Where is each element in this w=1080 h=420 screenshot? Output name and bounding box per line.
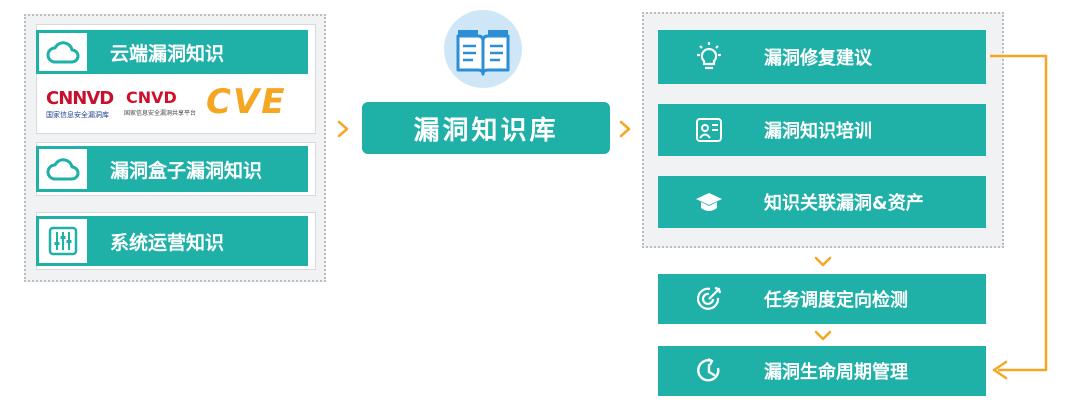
asset-link-row: 知识关联漏洞&资产 bbox=[658, 176, 986, 228]
cloud-icon bbox=[46, 158, 80, 181]
training-icon bbox=[692, 113, 726, 147]
lifecycle-label: 漏洞生命周期管理 bbox=[764, 362, 908, 383]
clock-cycle-icon bbox=[692, 354, 726, 388]
task-scheduling-label: 任务调度定向检测 bbox=[764, 290, 908, 311]
training-row: 漏洞知识培训 bbox=[658, 104, 986, 156]
cnnvd-logo-subtext: 国家信息安全漏洞库 bbox=[46, 111, 109, 119]
sliders-icon bbox=[48, 226, 78, 256]
cloud-knowledge-bar: 云端漏洞知识 bbox=[90, 30, 308, 74]
box-knowledge-icon-box bbox=[36, 146, 90, 192]
ops-knowledge-bar: 系统运营知识 bbox=[90, 216, 308, 266]
cve-logo: CVE bbox=[204, 82, 308, 122]
knowledge-base-label: 漏洞知识库 bbox=[413, 115, 559, 146]
cnnvd-logo: CNNVD 国家信息安全漏洞库 bbox=[46, 88, 120, 122]
asset-link-label: 知识关联漏洞&资产 bbox=[764, 193, 924, 214]
cloud-knowledge-label: 云端漏洞知识 bbox=[110, 42, 225, 65]
repair-advice-label: 漏洞修复建议 bbox=[764, 48, 872, 69]
repair-advice-row: 漏洞修复建议 bbox=[658, 30, 986, 84]
chevron-down-icon bbox=[814, 330, 832, 341]
chevron-right-icon bbox=[337, 120, 349, 138]
lifecycle-row: 漏洞生命周期管理 bbox=[658, 346, 986, 396]
cnnvd-logo-text: CNNVD bbox=[46, 88, 114, 109]
box-knowledge-bar: 漏洞盒子漏洞知识 bbox=[90, 146, 308, 192]
training-label: 漏洞知识培训 bbox=[764, 121, 872, 142]
chevron-down-icon bbox=[814, 256, 832, 267]
chevron-right-icon bbox=[619, 120, 631, 138]
feedback-arrow bbox=[990, 54, 1048, 380]
lightbulb-icon bbox=[692, 40, 726, 74]
cnvd-logo-text: CNVD bbox=[126, 88, 177, 107]
book-icon bbox=[444, 10, 522, 88]
knowledge-base-box: 漏洞知识库 bbox=[362, 102, 610, 154]
ops-knowledge-label: 系统运营知识 bbox=[110, 231, 225, 254]
cve-logo-text: CVE bbox=[206, 82, 287, 122]
task-scheduling-row: 任务调度定向检测 bbox=[658, 274, 986, 324]
graduation-cap-icon bbox=[692, 185, 726, 219]
target-icon bbox=[692, 282, 726, 316]
cloud-icon bbox=[46, 41, 80, 64]
cnvd-logo-subtext: 国家信息安全漏洞共享平台 bbox=[124, 110, 197, 117]
ops-knowledge-icon-box bbox=[36, 216, 90, 266]
cnvd-logo: CNVD 国家信息安全漏洞共享平台 bbox=[124, 88, 200, 122]
cloud-knowledge-icon-box bbox=[36, 30, 90, 74]
box-knowledge-label: 漏洞盒子漏洞知识 bbox=[110, 159, 263, 182]
